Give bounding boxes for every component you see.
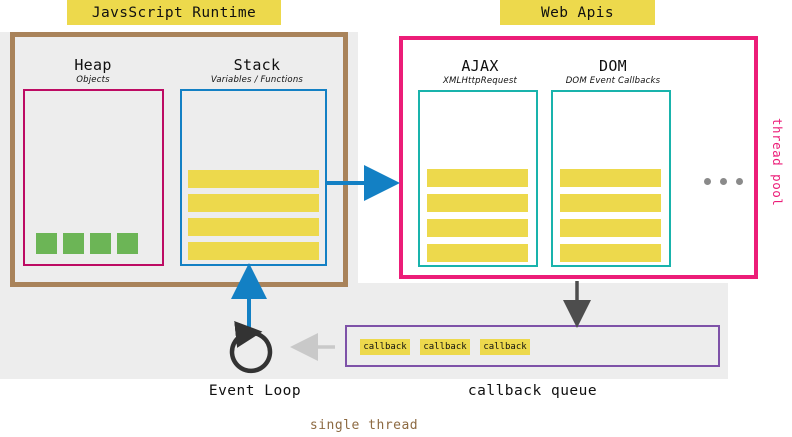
stack-frame: [188, 194, 319, 212]
dom-task: [560, 244, 661, 262]
event-loop-label: Event Loop: [208, 383, 302, 399]
ajax-task: [427, 169, 528, 187]
stack-frame: [188, 218, 319, 236]
callback-queue-box: [345, 325, 720, 367]
more-apis-ellipsis-icon: [704, 178, 743, 185]
stack-frame: [188, 170, 319, 188]
heap-subtitle: Objects: [76, 75, 110, 85]
stack-subtitle: Variables / Functions: [210, 75, 304, 85]
ajax-task: [427, 219, 528, 237]
stack-title: Stack: [233, 56, 281, 74]
ajax-subtitle: XMLHttpRequest: [442, 76, 518, 86]
callback-queue-label: callback queue: [467, 383, 598, 399]
heap-box: [23, 89, 164, 266]
stack-frame: [188, 242, 319, 260]
dom-subtitle: DOM Event Callbacks: [565, 76, 661, 86]
javascript-runtime-box: [10, 32, 348, 287]
ajax-task: [427, 244, 528, 262]
single-thread-label: single thread: [309, 418, 419, 433]
heap-title: Heap: [74, 56, 112, 74]
dom-task: [560, 219, 661, 237]
heap-object: [117, 233, 138, 254]
dom-task: [560, 194, 661, 212]
heap-object: [90, 233, 111, 254]
ajax-task: [427, 194, 528, 212]
callback-chip: callback: [420, 339, 470, 355]
callback-chip: callback: [360, 339, 410, 355]
ajax-title: AJAX: [461, 57, 499, 75]
thread-pool-label: thread pool: [770, 118, 785, 207]
heap-object: [36, 233, 57, 254]
callback-chip: callback: [480, 339, 530, 355]
dom-task: [560, 169, 661, 187]
dom-title: DOM: [599, 57, 627, 75]
heap-object: [63, 233, 84, 254]
title-chip-javascript-runtime: JavsScript Runtime: [67, 0, 281, 25]
bottom-background-panel: [0, 283, 728, 379]
title-chip-web-apis: Web Apis: [500, 0, 655, 25]
